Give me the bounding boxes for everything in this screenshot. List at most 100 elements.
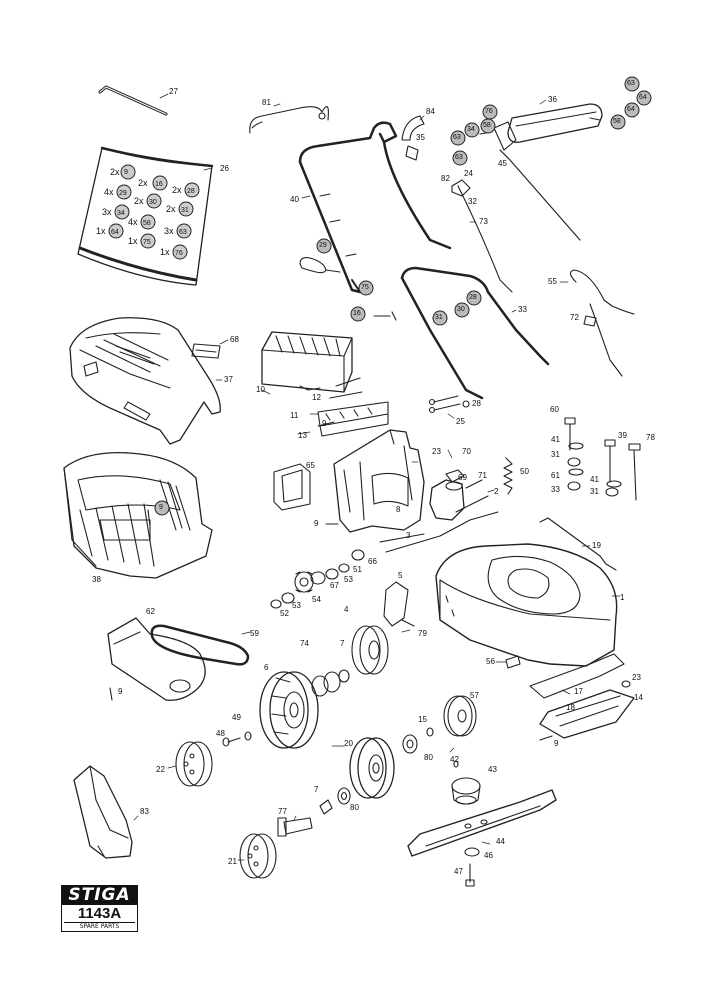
- part-label-66: 66: [368, 557, 377, 566]
- kit-part-63: 63: [179, 229, 187, 236]
- part-label-3: 3: [406, 531, 411, 540]
- callout-circles: [154, 76, 652, 516]
- part-label-14: 14: [634, 693, 643, 702]
- callout-76: 76: [485, 108, 493, 115]
- part-label-33: 33: [551, 485, 560, 494]
- part-label-43: 43: [488, 765, 497, 774]
- kit-qty-64: 1x: [96, 226, 106, 236]
- kit-part-16: 16: [155, 181, 163, 188]
- part-gears-cluster: [270, 549, 365, 609]
- part-label-7: 7: [314, 785, 319, 794]
- part-label-72: 72: [570, 313, 579, 322]
- part-label-55: 55: [548, 277, 557, 286]
- kit-part-28: 28: [187, 188, 195, 195]
- part-label-23: 23: [632, 673, 641, 682]
- callout-63: 63: [627, 80, 635, 87]
- part-29-clip: [299, 257, 341, 274]
- callout-30: 30: [457, 306, 465, 313]
- part-68-decal: [191, 343, 221, 359]
- part-4-pulley: [351, 625, 389, 675]
- stiga-logo: STIGA: [62, 886, 137, 905]
- part-label-80: 80: [350, 803, 359, 812]
- part-label-39: 39: [618, 431, 627, 440]
- part-label-44: 44: [496, 837, 505, 846]
- part-77-axle-bolt: [277, 799, 333, 837]
- part-label-9: 9: [554, 739, 559, 748]
- kit-part-58: 58: [143, 220, 151, 227]
- part-label-35: 35: [416, 133, 425, 142]
- part-17-14-flap: [529, 653, 635, 739]
- kit-qty-63: 3x: [164, 226, 174, 236]
- part-36-control-housing: [507, 103, 603, 143]
- part-label-7: 7: [340, 639, 345, 648]
- part-44-blade: [407, 789, 557, 857]
- part-label-78: 78: [646, 433, 655, 442]
- part-label-61: 61: [551, 471, 560, 480]
- part-label-82: 82: [441, 174, 450, 183]
- callout-9: 9: [159, 504, 163, 511]
- kit-part-76: 76: [175, 250, 183, 257]
- kit-part-30: 30: [149, 199, 157, 206]
- model-number: 1143A: [77, 905, 122, 922]
- part-73-cable: [457, 185, 513, 293]
- part-40-upper-handle: [298, 121, 452, 294]
- part-label-42: 42: [450, 755, 459, 764]
- callout-64: 64: [627, 106, 635, 113]
- part-label-27: 27: [169, 87, 178, 96]
- part-label-20: 20: [344, 739, 353, 748]
- kit-part-64: 64: [111, 229, 119, 236]
- part-label-73: 73: [479, 217, 488, 226]
- callout-16: 16: [353, 310, 361, 317]
- kit-part-75: 75: [143, 239, 151, 246]
- part-label-6: 6: [264, 663, 269, 672]
- part-label-46: 46: [484, 851, 493, 860]
- part-label-48: 48: [216, 729, 225, 738]
- part-label-12: 12: [312, 393, 321, 402]
- part-label-50: 50: [520, 467, 529, 476]
- part-43-blade-adapter: [451, 760, 481, 805]
- part-1-deck: [435, 543, 618, 667]
- part-label-9: 9: [118, 687, 123, 696]
- part-38-grass-box: [63, 451, 213, 579]
- part-label-59: 59: [250, 629, 259, 638]
- part-label-36: 36: [548, 95, 557, 104]
- part-label-54: 54: [312, 595, 321, 604]
- part-3-19-axle: [379, 511, 617, 571]
- part-label-68: 68: [230, 335, 239, 344]
- part-label-24: 24: [464, 169, 473, 178]
- part-label-23: 23: [432, 447, 441, 456]
- kit-qty-29: 4x: [104, 187, 114, 197]
- part-label-45: 45: [498, 159, 507, 168]
- part-label-84: 84: [426, 107, 435, 116]
- part-25-bolts: [428, 395, 470, 414]
- part-27-rod: [98, 85, 168, 116]
- kit-qty-31: 2x: [166, 204, 176, 214]
- part-57-disc: [426, 695, 477, 737]
- callout-28: 28: [469, 294, 477, 301]
- leader-lines: [133, 93, 621, 861]
- part-label-11: 11: [290, 411, 299, 420]
- part-label-40: 40: [290, 195, 299, 204]
- part-label-31: 31: [590, 487, 599, 496]
- part-label-47: 47: [454, 867, 463, 876]
- kit-qty-16: 2x: [138, 178, 148, 188]
- part-label-74: 74: [300, 639, 309, 648]
- callout-29: 29: [319, 242, 327, 249]
- kit-part-29: 29: [119, 190, 127, 197]
- part-label-32: 32: [468, 197, 477, 206]
- part-label-57: 57: [470, 691, 479, 700]
- part-55-cable: [569, 269, 635, 377]
- brand-plate: STIGA 1143A SPARE PARTS: [61, 885, 138, 932]
- part-label-38: 38: [92, 575, 101, 584]
- part-label-79: 79: [418, 629, 427, 638]
- part-8-motor-housing: [333, 429, 425, 533]
- part-label-80: 80: [424, 753, 433, 762]
- part-label-60: 60: [550, 405, 559, 414]
- callout-63: 63: [455, 154, 463, 161]
- callout-64: 64: [639, 94, 647, 101]
- kit-qty-58: 4x: [128, 217, 138, 227]
- part-label-13: 13: [298, 431, 307, 440]
- part-label-56: 56: [486, 657, 495, 666]
